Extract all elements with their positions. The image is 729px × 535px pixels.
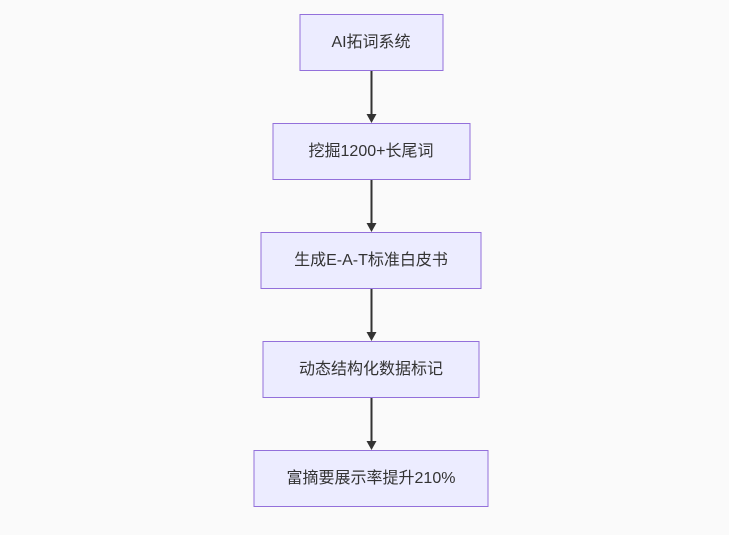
flow-node-rich-snippet-result: 富摘要展示率提升210%: [253, 450, 489, 507]
arrow-line: [370, 71, 372, 114]
flow-node-label: 动态结构化数据标记: [298, 360, 443, 378]
flow-node-longtail-mining: 挖掘1200+长尾词: [272, 123, 470, 180]
flow-node-eat-whitepaper: 生成E-A-T标准白皮书: [260, 232, 482, 289]
flow-edge: [366, 71, 376, 123]
arrow-down-icon: [366, 223, 376, 232]
arrow-down-icon: [366, 332, 376, 341]
flow-edge: [366, 398, 376, 450]
flow-edge: [366, 289, 376, 341]
arrow-line: [370, 180, 372, 223]
arrow-down-icon: [366, 114, 376, 123]
arrow-down-icon: [366, 441, 376, 450]
flow-node-label: AI拓词系统: [331, 33, 411, 51]
arrow-line: [370, 289, 372, 332]
flowchart: AI拓词系统 挖掘1200+长尾词 生成E-A-T标准白皮书 动态结构化数据标记…: [253, 14, 489, 507]
flow-edge: [366, 180, 376, 232]
flow-node-structured-data: 动态结构化数据标记: [262, 341, 480, 398]
arrow-line: [370, 398, 372, 441]
flow-node-label: 生成E-A-T标准白皮书: [294, 251, 448, 269]
flow-node-ai-expansion: AI拓词系统: [299, 14, 443, 71]
flow-node-label: 挖掘1200+长尾词: [308, 142, 434, 160]
flow-node-label: 富摘要展示率提升210%: [286, 469, 456, 487]
